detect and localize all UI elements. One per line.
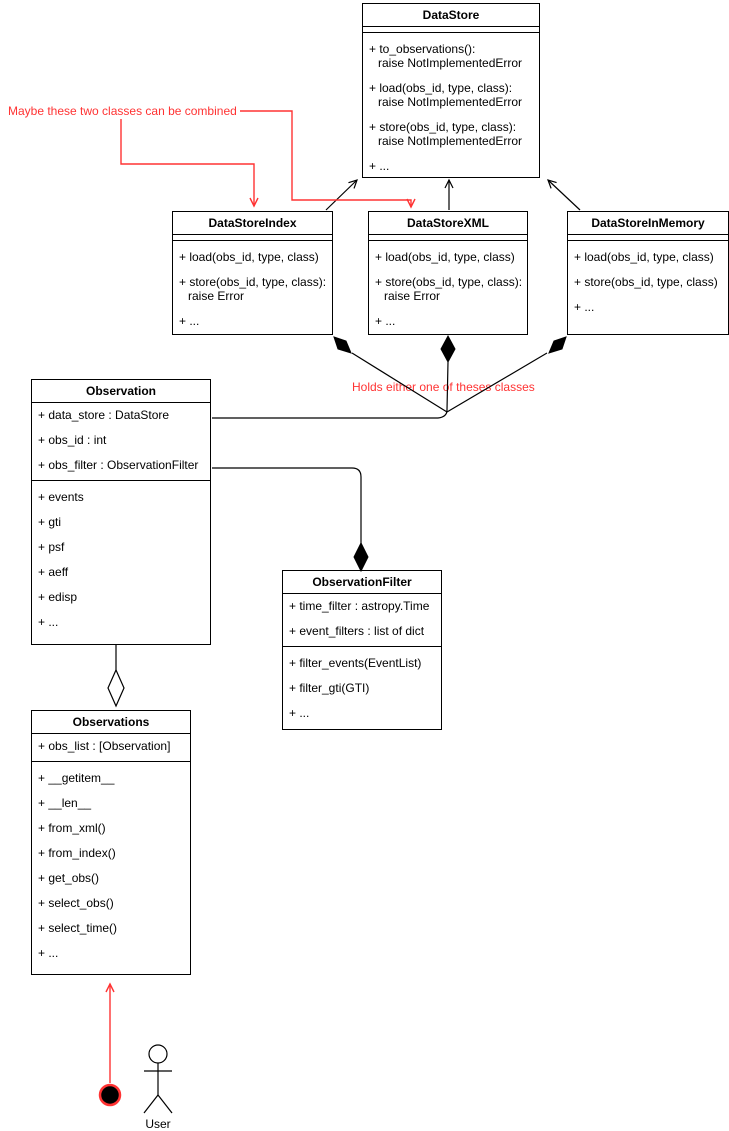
generalization-arrow-datastoreindex (325, 179, 358, 211)
class-member: + load(obs_id, type, class) (179, 250, 319, 264)
class-member: + store(obs_id, type, class):raise Error (179, 275, 327, 303)
empty-attributes-compartment (568, 235, 728, 241)
class-member: + store(obs_id, type, class):raise Error (375, 275, 523, 303)
class-box-datastoreinmemory: DataStoreInMemory + load(obs_id, type, c… (567, 211, 729, 335)
class-member: + obs_id : int (38, 433, 107, 447)
class-member: + ... (375, 314, 396, 328)
composition-diamond-datastoreindex (333, 336, 352, 354)
class-member: + obs_filter : ObservationFilter (38, 458, 199, 472)
class-member: + __len__ (38, 796, 92, 810)
class-box-datastoreindex: DataStoreIndex + load(obs_id, type, clas… (172, 211, 333, 335)
methods-compartment: + filter_events(EventList) + filter_gti(G… (283, 647, 441, 728)
class-title: DataStoreInMemory (568, 212, 728, 235)
class-member: + select_obs() (38, 896, 114, 910)
methods-compartment: + load(obs_id, type, class) + store(obs_i… (568, 241, 728, 322)
methods-compartment: + load(obs_id, type, class) + store(obs_i… (369, 241, 527, 334)
class-member: + store(obs_id, type, class):raise NotIm… (369, 120, 523, 148)
class-member: + events (38, 490, 84, 504)
methods-compartment: + load(obs_id, type, class) + store(obs_i… (173, 241, 332, 334)
class-member: + ... (574, 300, 595, 314)
class-member: + ... (179, 314, 200, 328)
class-member: + __getitem__ (38, 771, 115, 785)
class-member: + from_index() (38, 846, 116, 860)
class-member: + from_xml() (38, 821, 106, 835)
methods-compartment: + __getitem__ + __len__ + from_xml() + from… (32, 762, 190, 968)
class-title: DataStore (363, 4, 539, 27)
class-member: + ... (369, 159, 390, 173)
class-member: + psf (38, 540, 65, 554)
class-member: + filter_events(EventList) (289, 656, 422, 670)
class-member: + load(obs_id, type, class):raise NotImp… (369, 81, 523, 109)
aggregation-diamond-observations (107, 668, 125, 708)
generalization-arrow-datastoreinmemory (547, 179, 581, 211)
class-box-observationfilter: ObservationFilter + time_filter : astrop… (282, 570, 442, 730)
class-box-observation: Observation + data_store : DataStore + ob… (31, 379, 211, 645)
attributes-compartment: + obs_list : [Observation] (32, 734, 190, 762)
user-actor-icon (143, 1044, 173, 1114)
methods-compartment: + events + gti + psf + aeff + edisp + ... (32, 481, 210, 637)
class-member: + load(obs_id, type, class) (574, 250, 714, 264)
start-node-circle (98, 1083, 122, 1107)
composition-diamond-datastoreinmemory (548, 336, 567, 354)
annotation-arrow-to-datastoreindex (120, 119, 259, 208)
composition-link-observationfilter (212, 467, 362, 544)
composition-diamond-observationfilter (353, 541, 369, 573)
class-title: Observations (32, 711, 190, 734)
class-member: + ... (38, 946, 59, 960)
attributes-compartment: + time_filter : astropy.Time + event_filt… (283, 594, 441, 647)
class-title: DataStoreXML (369, 212, 527, 235)
class-box-datastore: DataStore + to_observations():raise NotI… (362, 3, 540, 178)
methods-compartment: + to_observations():raise NotImplemented… (363, 33, 539, 177)
class-member: + ... (289, 706, 310, 720)
class-box-observations: Observations + obs_list : [Observation] … (31, 710, 191, 975)
class-member: + filter_gti(GTI) (289, 681, 370, 695)
class-member: + ... (38, 615, 59, 629)
class-member: + obs_list : [Observation] (38, 739, 171, 753)
class-member: + store(obs_id, type, class) (574, 275, 718, 289)
class-member: + time_filter : astropy.Time (289, 599, 430, 613)
class-member: + gti (38, 515, 62, 529)
class-title: DataStoreIndex (173, 212, 332, 235)
class-box-datastorexml: DataStoreXML + load(obs_id, type, class)… (368, 211, 528, 335)
class-member: + event_filters : list of dict (289, 624, 425, 638)
empty-attributes-compartment (369, 235, 527, 241)
class-member: + select_time() (38, 921, 118, 935)
note-combine-classes: Maybe these two classes can be combined (8, 104, 237, 118)
class-member: + edisp (38, 590, 78, 604)
actor-label: User (145, 1117, 171, 1131)
empty-attributes-compartment (173, 235, 332, 241)
class-title: Observation (32, 380, 210, 403)
empty-attributes-compartment (363, 27, 539, 33)
class-member: + load(obs_id, type, class) (375, 250, 515, 264)
class-member: + to_observations():raise NotImplemented… (369, 42, 523, 70)
attributes-compartment: + data_store : DataStore + obs_id : int + … (32, 403, 210, 481)
class-member: + data_store : DataStore (38, 408, 170, 422)
note-holds-either: Holds either one of theses classes (352, 380, 535, 394)
composition-diamond-datastorexml (440, 334, 456, 364)
class-title: ObservationFilter (283, 571, 441, 594)
class-member: + aeff (38, 565, 69, 579)
class-member: + get_obs() (38, 871, 100, 885)
